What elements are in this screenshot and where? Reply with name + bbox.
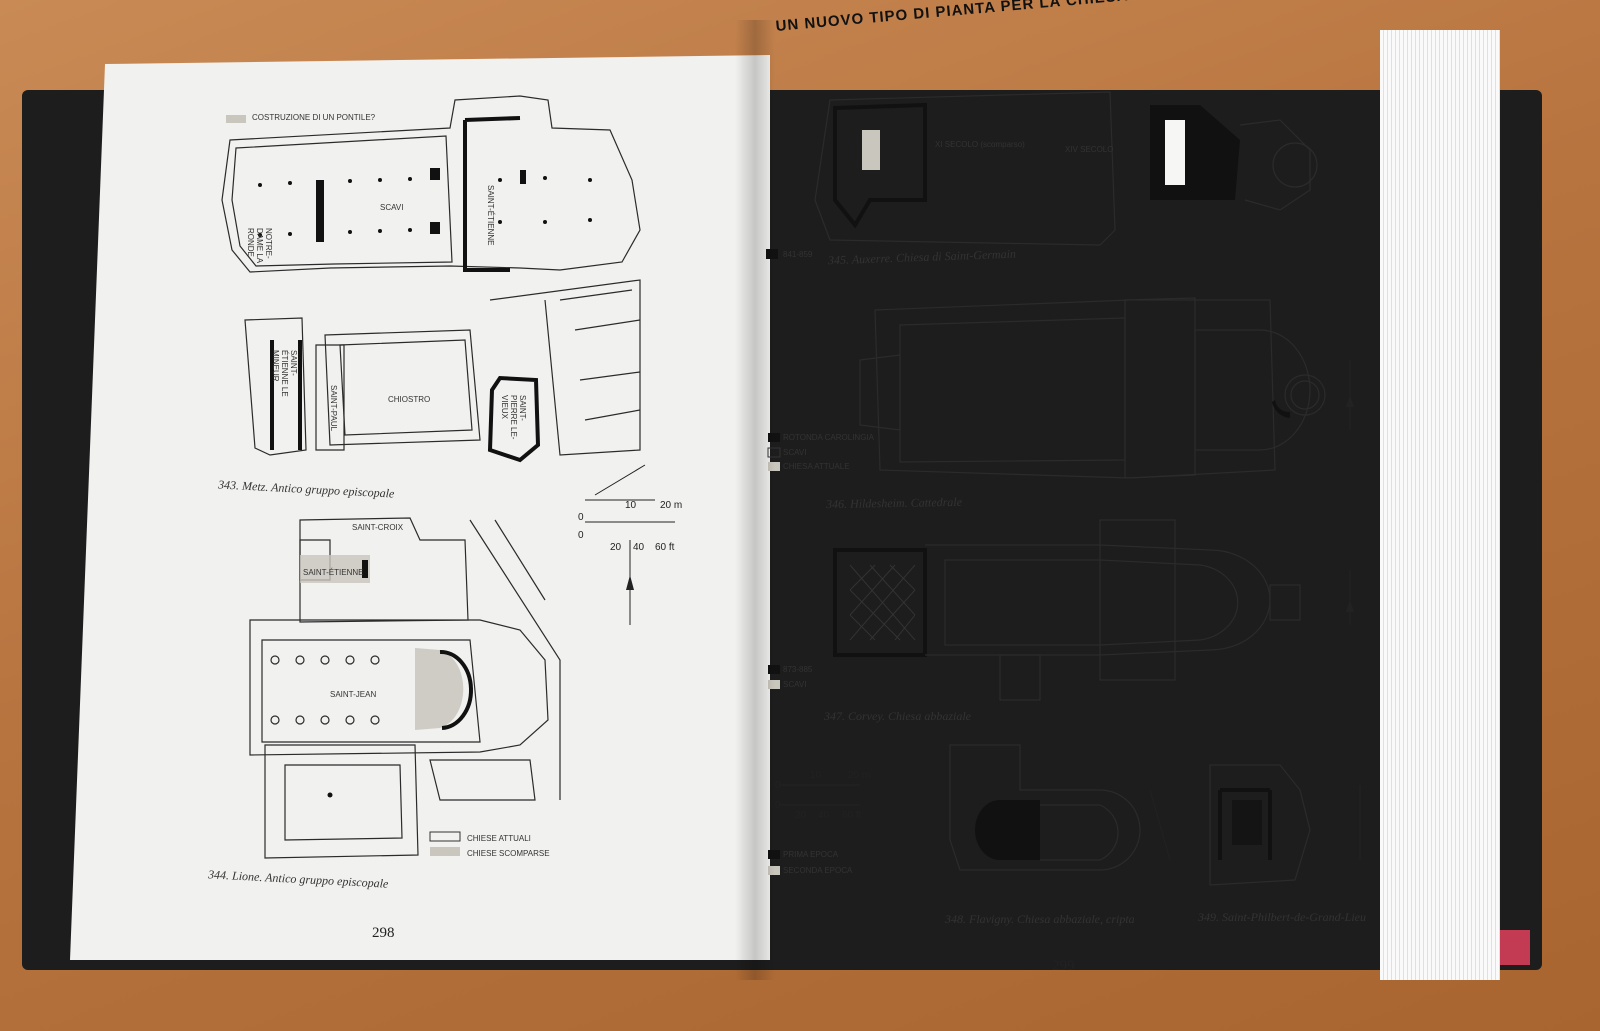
label-saint-jean: SAINT-JEAN [330,690,377,699]
corvey-legend-scavi: SCAVI [783,680,807,689]
label-saint-etienne-mineur: SAINT-ÉTIENNE LE MINEUR [271,350,298,397]
lyon-legend-scomparse: CHIESE SCOMPARSE [467,849,550,858]
scale-right-ft60: 60 ft [842,810,862,821]
auxerre-legend: 841-859 [783,250,813,259]
page-number-left: 298 [372,925,395,941]
label-lyon-saint-etienne: SAINT-ÉTIENNE [303,568,364,577]
label-scavi: SCAVI [380,203,404,212]
scale-right-m0: 0 [775,780,781,791]
hildesheim-legend-scavi: SCAVI [783,448,807,457]
hildesheim-legend-attuale: CHIESA ATTUALE [783,462,850,471]
scale-left-m0: 0 [578,512,584,523]
scale-right-ft0: 0 [775,800,781,811]
page-edges [1380,30,1500,980]
scale-right-ft20: 20 [795,810,807,821]
scale-left-ft40: 40 [633,542,645,553]
scale-left-ft0: 0 [578,530,584,541]
caption-348: 348. Flavigny. Chiesa abbaziale, cripta [945,912,1135,926]
scale-left-m20: 20 m [660,500,683,511]
hildesheim-legend-rotonda: ROTONDA CAROLINGIA [783,433,874,442]
right-scale-bar [780,360,1361,861]
label-saint-etienne: SAINT-ÉTIENNE [486,185,495,246]
corvey-plan [768,519,1301,701]
label-notre-dame: NOTRE-DAME LA RONDE [246,228,273,263]
scale-right-m20: 20 m [848,770,871,781]
scale-left-m10: 10 [625,500,637,511]
label-xiv-secolo: XIV SECOLO [1065,145,1114,154]
caption-347: 347. Corvey. Chiesa abbaziale [824,709,971,723]
book-gutter [735,20,775,980]
corvey-legend-date: 873-885 [783,665,813,674]
metz-legend: COSTRUZIONE DI UN PONTILE? [252,113,376,122]
flavigny-legend-prima: PRIMA EPOCA [783,850,839,859]
label-saint-pierre: SAINT-PIERRE LE-VIEUX [500,395,527,440]
scale-left-ft20: 20 [610,542,622,553]
saint-philbert-plan [1209,764,1311,886]
caption-349: 349. Saint-Philbert-de-Grand-Lieu [1198,910,1366,924]
page-number-right: 299 [1052,958,1075,974]
lyon-legend-attuali: CHIESE ATTUALI [467,834,531,843]
flavigny-plan [768,744,1141,875]
lyon-plan [249,517,561,859]
label-saint-paul: SAINT-PAUL [329,385,338,432]
hildesheim-plan [767,297,1326,479]
metz-plan [221,95,641,463]
left-page [70,55,770,960]
auxerre-plan [766,91,1318,259]
scale-right-ft40: 40 [818,810,830,821]
left-scale-bar [585,464,675,625]
scale-right-m10: 10 [810,770,822,781]
label-saint-croix: SAINT-CROIX [352,523,404,532]
scale-left-ft60: 60 ft [655,542,675,553]
flavigny-legend-seconda: SECONDA EPOCA [783,866,853,875]
label-chiostro: CHIOSTRO [388,395,431,404]
caption-346: 346. Hildesheim. Cattedrale [825,494,963,512]
label-xi-secolo: XI SECOLO (scomparso) [935,140,1025,149]
